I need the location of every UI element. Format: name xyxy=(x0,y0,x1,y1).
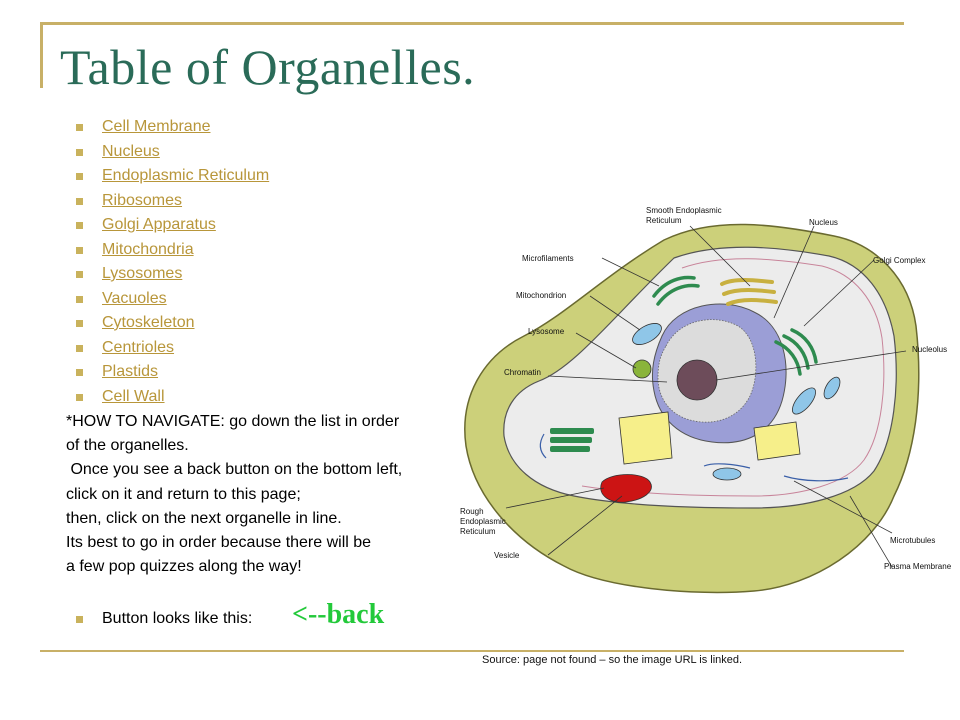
frame-left-line xyxy=(40,22,43,88)
bullet-icon xyxy=(76,271,83,278)
svg-text:Reticulum: Reticulum xyxy=(646,216,682,225)
list-item: Nucleus xyxy=(76,141,269,166)
link-ribosomes[interactable]: Ribosomes xyxy=(102,191,183,209)
link-golgi-apparatus[interactable]: Golgi Apparatus xyxy=(102,216,216,233)
source-note: Source: page not found – so the image UR… xyxy=(482,654,743,666)
bullet-icon xyxy=(76,393,83,401)
button-hint-label: Button looks like this: xyxy=(102,610,253,627)
microtubule-shape xyxy=(539,433,849,482)
link-cell-membrane[interactable]: Cell Membrane xyxy=(102,118,211,135)
label-rough-er-line1: Rough xyxy=(460,507,484,516)
link-cytoskeleton[interactable]: Cytoskeleton xyxy=(102,314,195,331)
instruction-line: click on it and return to this page; xyxy=(66,485,301,503)
list-item: Cell Membrane xyxy=(76,116,269,141)
list-item: Ribosomes xyxy=(76,190,269,215)
label-smooth-er-line2: Reticulum xyxy=(646,216,682,225)
bullet-icon xyxy=(76,295,83,303)
nucleolus-shape xyxy=(676,359,718,401)
animal-cell-diagram: Smooth Endoplasmic Reticulum Nucleus Gol… xyxy=(460,206,952,594)
golgi-shape xyxy=(774,328,818,376)
label-microfilaments: Microfilaments xyxy=(522,254,574,263)
instruction-line: of the organelles. xyxy=(66,437,189,455)
svg-text:Endoplasmic: Endoplasmic xyxy=(460,517,506,526)
link-mitochondria[interactable]: Mitochondria xyxy=(102,240,194,258)
bullet-icon xyxy=(76,148,83,156)
link-vacuoles[interactable]: Vacuoles xyxy=(102,289,167,307)
list-item: Cytoskeleton xyxy=(76,312,269,337)
label-mitochondrion: Mitochondrion xyxy=(516,291,566,300)
list-item: Mitochondria xyxy=(76,239,269,264)
bullet-icon xyxy=(76,246,83,254)
plasma-membrane-line xyxy=(581,258,885,497)
link-centrioles[interactable]: Centrioles xyxy=(102,338,175,356)
label-vesicle: Vesicle xyxy=(494,551,520,560)
instruction-line: Its best to go in order because there wi… xyxy=(66,534,372,552)
bullet-icon xyxy=(76,173,83,180)
list-item: Golgi Apparatus xyxy=(76,214,269,239)
label-nucleus: Nucleus xyxy=(809,218,838,227)
bullet-icon xyxy=(76,222,83,229)
label-smooth-er-line1: Smooth Endoplasmic xyxy=(646,206,722,215)
label-chromatin: Chromatin xyxy=(504,368,541,377)
list-item: Plastids xyxy=(76,361,269,386)
label-lysosome: Lysosome xyxy=(528,327,565,336)
list-item: Endoplasmic Reticulum xyxy=(76,165,269,190)
mitochondrion-shape xyxy=(632,323,662,345)
label-leader-lines xyxy=(505,225,907,568)
svg-text:Smooth Endoplasmic: Smooth Endoplasmic xyxy=(646,206,722,215)
list-item: Centrioles xyxy=(76,337,269,362)
bullet-icon xyxy=(76,320,83,327)
frame-top-line xyxy=(40,22,904,25)
link-cell-wall[interactable]: Cell Wall xyxy=(102,387,165,405)
bullet-icon xyxy=(76,369,83,376)
mitochondrion-shape xyxy=(792,387,816,415)
label-rough-er-line3: Reticulum xyxy=(460,527,496,536)
instruction-line: *HOW TO NAVIGATE: go down the list in or… xyxy=(66,413,400,430)
organelle-list: Cell Membrane Nucleus Endoplasmic Reticu… xyxy=(76,116,269,410)
frame-bottom-line xyxy=(40,650,904,652)
list-item: Vacuoles xyxy=(76,288,269,313)
mitochondrion-shape xyxy=(823,376,841,400)
label-nucleolus: Nucleolus xyxy=(912,345,947,354)
label-plasma-membrane: Plasma Membrane xyxy=(884,562,952,571)
mitochondrion-shape xyxy=(712,467,742,481)
link-lysosomes[interactable]: Lysosomes xyxy=(102,265,183,282)
label-rough-er-line2: Endoplasmic xyxy=(460,517,506,526)
svg-text:Rough: Rough xyxy=(460,507,484,516)
label-golgi-complex: Golgi Complex xyxy=(873,256,925,265)
link-endoplasmic-reticulum[interactable]: Endoplasmic Reticulum xyxy=(102,167,270,184)
lysosome-shape xyxy=(632,359,652,379)
vesicle-shape xyxy=(600,474,652,503)
back-button-sample: <--back xyxy=(292,599,385,630)
link-plastids[interactable]: Plastids xyxy=(102,363,159,380)
link-nucleus[interactable]: Nucleus xyxy=(102,142,160,160)
bullet-icon xyxy=(76,124,83,131)
instruction-line: a few pop quizzes along the way! xyxy=(66,558,302,576)
bullet-icon xyxy=(76,197,83,205)
svg-text:Reticulum: Reticulum xyxy=(460,527,496,536)
microfilament-shape xyxy=(652,275,700,306)
list-item: Lysosomes xyxy=(76,263,269,288)
rough-er-shape xyxy=(618,411,801,465)
instruction-line: Once you see a back button on the bottom… xyxy=(66,461,403,479)
bullet-icon xyxy=(76,344,83,352)
list-item: Cell Wall xyxy=(76,386,269,411)
page-title: Table of Organelles. xyxy=(60,39,476,95)
golgi-stack-shape xyxy=(550,428,594,452)
smooth-er-shape xyxy=(720,278,778,306)
navigation-instructions: *HOW TO NAVIGATE: go down the list in or… xyxy=(66,410,466,579)
instruction-line: then, click on the next organelle in lin… xyxy=(66,509,342,527)
label-microtubules: Microtubules xyxy=(890,536,935,545)
bullet-icon xyxy=(76,616,83,623)
